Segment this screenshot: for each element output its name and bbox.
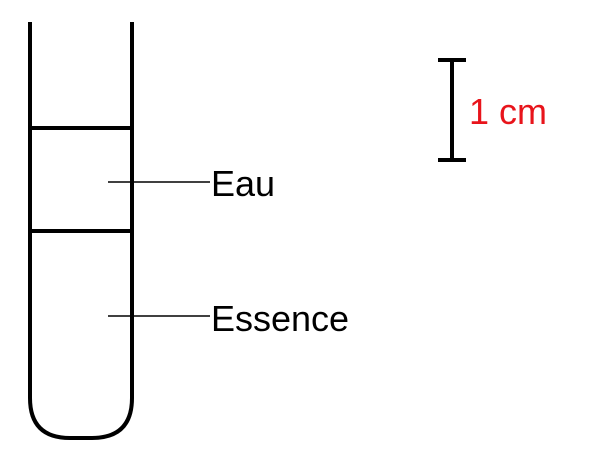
eau-label: Eau xyxy=(211,163,275,204)
scale-bar-label: 1 cm xyxy=(469,91,547,132)
scale-bar xyxy=(438,58,466,162)
essence-label: Essence xyxy=(211,298,349,339)
test-tube-outline xyxy=(28,22,134,440)
